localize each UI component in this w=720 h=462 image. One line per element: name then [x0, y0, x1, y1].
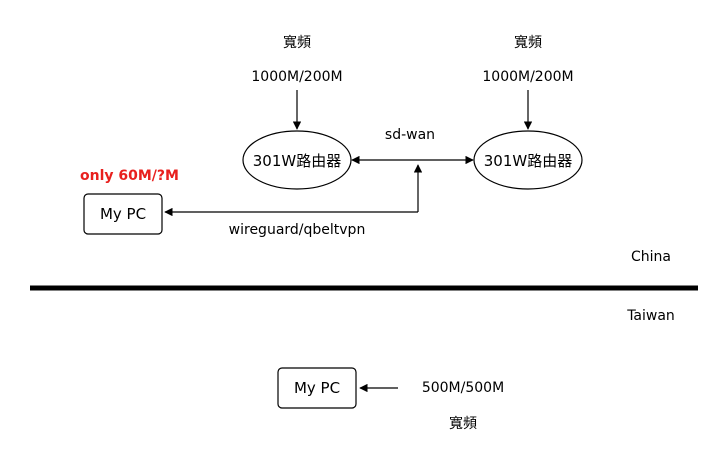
taiwan-speed: 500M/500M [422, 380, 504, 396]
left-router-ellipse [242, 130, 352, 190]
taiwan-pc-box [277, 367, 357, 409]
right-router-ellipse [473, 130, 583, 190]
china-pc-label: My PC [100, 205, 146, 223]
right-router-label: 301W路由器 [484, 152, 572, 170]
taiwan-region-label: Taiwan [626, 308, 675, 324]
china-pc-box [83, 193, 163, 235]
taiwan-broadband-label: 寬頻 [449, 415, 477, 432]
vpn-label: wireguard/qbeltvpn [229, 222, 366, 238]
right-broadband-speed: 1000M/200M [482, 69, 573, 85]
sd-wan-label: sd-wan [385, 127, 435, 143]
pc-speed-warning: only 60M/?M [80, 168, 179, 184]
left-broadband-label: 寬頻 [283, 34, 311, 51]
taiwan-pc-label: My PC [294, 379, 340, 397]
left-router-label: 301W路由器 [253, 152, 341, 170]
right-broadband-label: 寬頻 [514, 34, 542, 51]
left-broadband-speed: 1000M/200M [251, 69, 342, 85]
china-region-label: China [631, 249, 671, 265]
